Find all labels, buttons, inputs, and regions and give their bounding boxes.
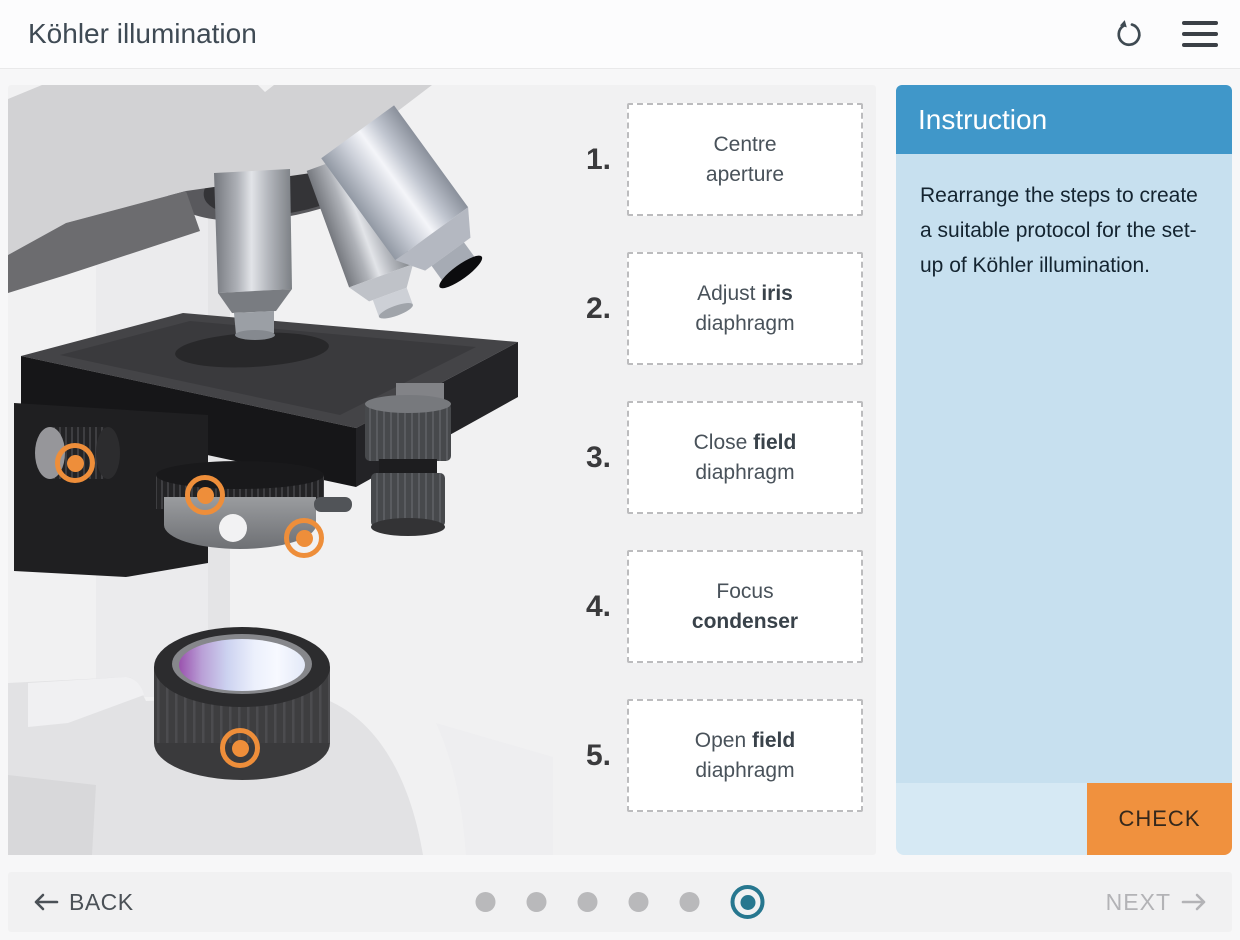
step-number: 3.	[585, 440, 611, 474]
title-bar: Köhler illumination	[0, 0, 1240, 68]
hotspot-stage-knob[interactable]	[55, 443, 95, 483]
instruction-panel: Instruction Rearrange the steps to creat…	[896, 85, 1232, 855]
instruction-body: Rearrange the steps to create a suitable…	[896, 154, 1232, 783]
microscope-illustration	[8, 85, 553, 855]
arrow-right-icon	[1181, 893, 1206, 911]
step-number: 4.	[585, 589, 611, 623]
step-number: 1.	[585, 142, 611, 176]
nav-bar: BACK NEXT	[8, 872, 1232, 932]
hotspot-condenser-ring[interactable]	[185, 475, 225, 515]
instruction-footer-spacer	[896, 783, 1087, 855]
hotspot-field-lens[interactable]	[220, 728, 260, 768]
progress-dots	[475, 885, 765, 919]
menu-button[interactable]	[1180, 19, 1220, 49]
hotspot-condenser-lever[interactable]	[284, 518, 324, 558]
progress-dot	[628, 892, 649, 912]
instruction-footer: CHECK	[896, 783, 1232, 855]
instruction-header: Instruction	[896, 85, 1232, 154]
microscope-graphic	[8, 85, 553, 855]
progress-dot-active	[730, 885, 765, 919]
progress-dot	[577, 892, 598, 912]
check-button[interactable]: CHECK	[1087, 783, 1232, 855]
hamburger-icon	[1182, 21, 1218, 47]
page-title: Köhler illumination	[28, 18, 257, 49]
reset-icon	[1117, 20, 1141, 47]
reset-button[interactable]	[1110, 17, 1144, 51]
progress-dot	[679, 892, 700, 912]
progress-dot	[526, 892, 547, 912]
arrow-left-icon	[34, 893, 59, 911]
instruction-text: Rearrange the steps to create a suitable…	[920, 184, 1198, 277]
progress-dot	[475, 892, 496, 912]
back-button[interactable]: BACK	[32, 889, 134, 916]
next-button[interactable]: NEXT	[1106, 889, 1208, 916]
step-number: 2.	[585, 291, 611, 325]
back-label: BACK	[69, 888, 134, 915]
step-number: 5.	[585, 738, 611, 772]
next-label: NEXT	[1105, 888, 1171, 915]
